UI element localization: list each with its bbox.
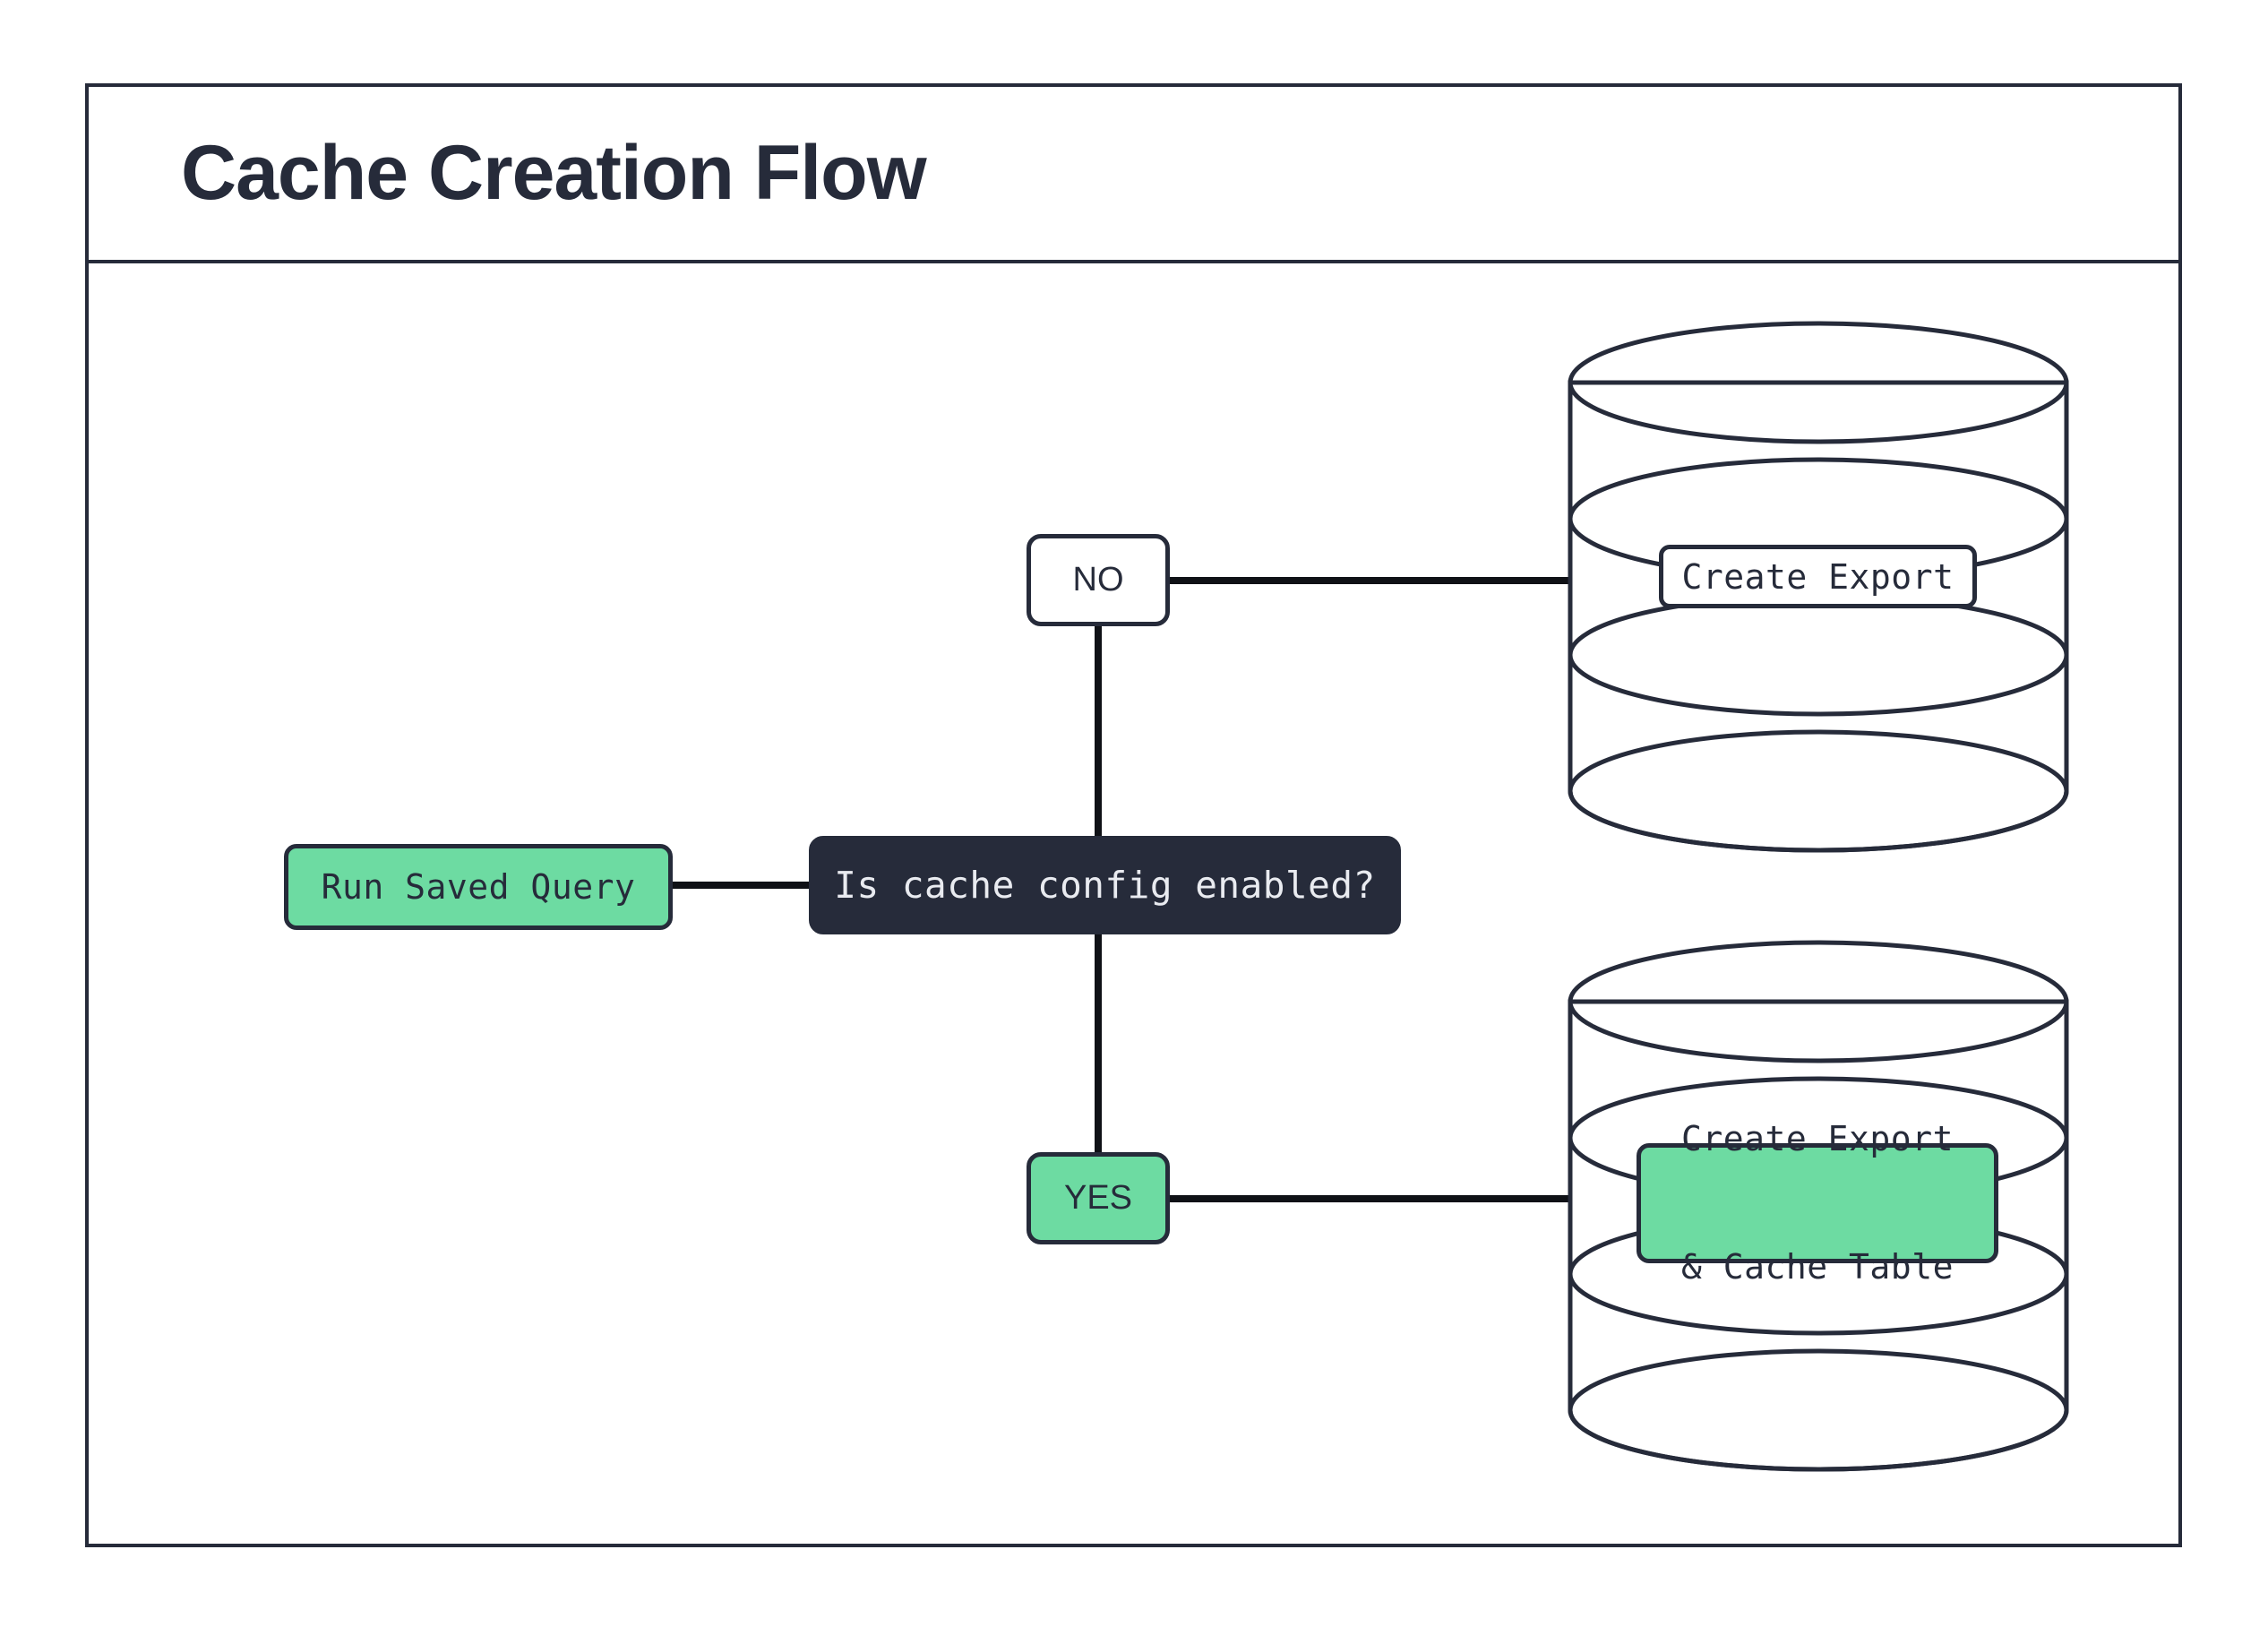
node-run-saved-query[interactable]: Run Saved Query — [284, 844, 673, 930]
page-title: Cache Creation Flow — [181, 130, 927, 216]
diagram-title-bar: Cache Creation Flow — [89, 87, 2178, 263]
db-label-line-1: Create Export — [1681, 1119, 1954, 1158]
db-label-create-export[interactable]: Create Export — [1659, 545, 1977, 608]
branch-label-yes[interactable]: YES — [1027, 1152, 1170, 1244]
db-label-line-2: & Cache Table — [1681, 1246, 1954, 1287]
database-cylinder-export — [1563, 318, 2074, 856]
branch-label-no[interactable]: NO — [1027, 534, 1170, 626]
db-label-create-export-cache[interactable]: Create Export & Cache Table — [1637, 1119, 1998, 1287]
node-decision-cache-config[interactable]: Is cache config enabled? — [809, 836, 1401, 934]
